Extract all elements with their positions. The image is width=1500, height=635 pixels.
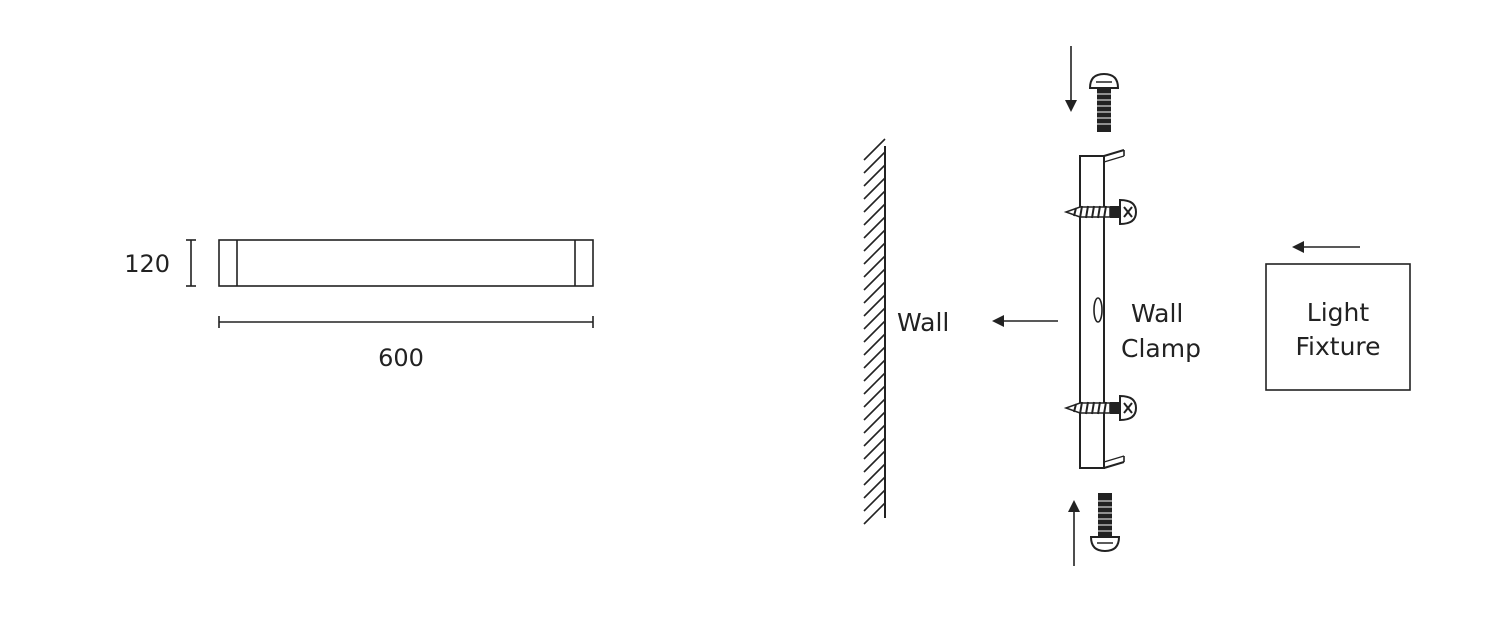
arrow-up-icon [1068,500,1080,566]
width-label: 600 [378,344,424,372]
clamp-label-line2: Clamp [1121,334,1201,363]
arrow-left-icon [992,315,1058,327]
arrow-left-icon [1292,241,1360,253]
wall-label: Wall [897,308,949,337]
machine-screw-icon [1090,492,1120,552]
height-dimension [186,239,196,287]
width-dimension [218,316,594,328]
arrow-down-icon [1065,46,1077,112]
wall-clamp [1079,149,1125,469]
machine-screw-icon [1089,73,1119,133]
height-label: 120 [124,250,170,278]
fixture-label-line1: Light [1307,298,1370,327]
fixture-front-view [218,239,594,287]
fixture-label-line2: Fixture [1295,332,1380,361]
clamp-label-line1: Wall [1131,299,1183,328]
wall [863,138,886,525]
light-fixture-box [1265,263,1411,391]
